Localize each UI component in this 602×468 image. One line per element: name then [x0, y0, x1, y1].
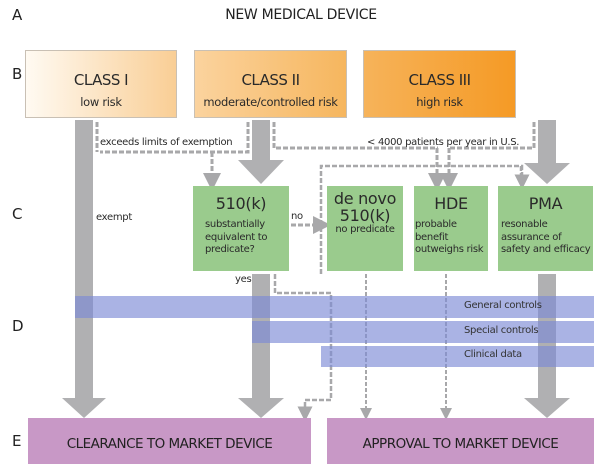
row-label-b: B	[12, 65, 23, 83]
pathway-box-de-novo: de novo 510(k) no predicate	[327, 186, 403, 271]
class-name: CLASS I	[73, 71, 129, 89]
row-label-c: C	[12, 205, 23, 223]
class-name: CLASS III	[408, 71, 471, 89]
pathway-box-hde: HDE probable benefit outweighs risk	[414, 186, 488, 271]
pathway-name-line2: 510(k)	[339, 206, 391, 225]
arrow-class-ii-510k	[238, 120, 284, 184]
pathway-description: probable benefit outweighs risk	[415, 219, 484, 255]
label-clinical-data: Clinical data	[464, 349, 522, 360]
pathway-name: HDE	[434, 194, 468, 213]
label-yes: yes	[235, 274, 252, 285]
class-risk: high risk	[416, 95, 463, 109]
label-special-controls: Special controls	[464, 325, 539, 336]
pathway-name: PMA	[528, 194, 563, 213]
label-general-controls: General controls	[464, 300, 542, 311]
row-label-e: E	[12, 432, 22, 450]
label-exceeds-exemption: exceeds limits of exemption	[100, 137, 233, 148]
arrow-class-i-exempt	[62, 120, 106, 418]
row-label-a: A	[12, 6, 23, 24]
label-exempt: exempt	[96, 212, 132, 223]
pathway-box-510k: 510(k) substantially equivalent to predi…	[193, 186, 289, 271]
outcome-label: APPROVAL TO MARKET DEVICE	[362, 436, 559, 452]
band-general-controls	[75, 296, 594, 318]
outcome-approval: APPROVAL TO MARKET DEVICE	[327, 418, 594, 464]
pathway-name: de novo	[333, 189, 397, 208]
band-clinical-data	[321, 346, 594, 367]
class-risk: low risk	[80, 95, 122, 109]
diagram-title: NEW MEDICAL DEVICE	[225, 7, 377, 23]
pathway-description: substantially equivalent to predicate?	[205, 219, 268, 255]
class-risk: moderate/controlled risk	[203, 95, 338, 109]
connector-hde-patients	[272, 122, 536, 191]
label-no: no	[291, 211, 303, 222]
connector-yes-special	[273, 274, 333, 422]
arrow-class-iii-pma	[524, 120, 570, 184]
band-special-controls	[252, 321, 594, 343]
label-patients-per-year: < 4000 patients per year in U.S.	[367, 137, 520, 148]
outcome-label: CLEARANCE TO MARKET DEVICE	[66, 436, 273, 452]
class-box-class-iii: CLASS III high risk	[363, 50, 516, 118]
row-label-d: D	[12, 317, 24, 335]
pathway-description: no predicate	[335, 224, 395, 235]
connector-exceeds-exemption	[95, 122, 250, 191]
class-name: CLASS II	[241, 71, 300, 89]
outcome-clearance: CLEARANCE TO MARKET DEVICE	[28, 418, 311, 464]
pathway-box-pma: PMA resonable assurance of safety and ef…	[498, 186, 593, 271]
pathway-name: 510(k)	[215, 194, 267, 213]
pathway-description: resonable assurance of safety and effica…	[501, 219, 591, 255]
class-box-class-ii: CLASS II moderate/controlled risk	[194, 50, 347, 118]
class-box-class-i: CLASS I low risk	[25, 50, 177, 118]
